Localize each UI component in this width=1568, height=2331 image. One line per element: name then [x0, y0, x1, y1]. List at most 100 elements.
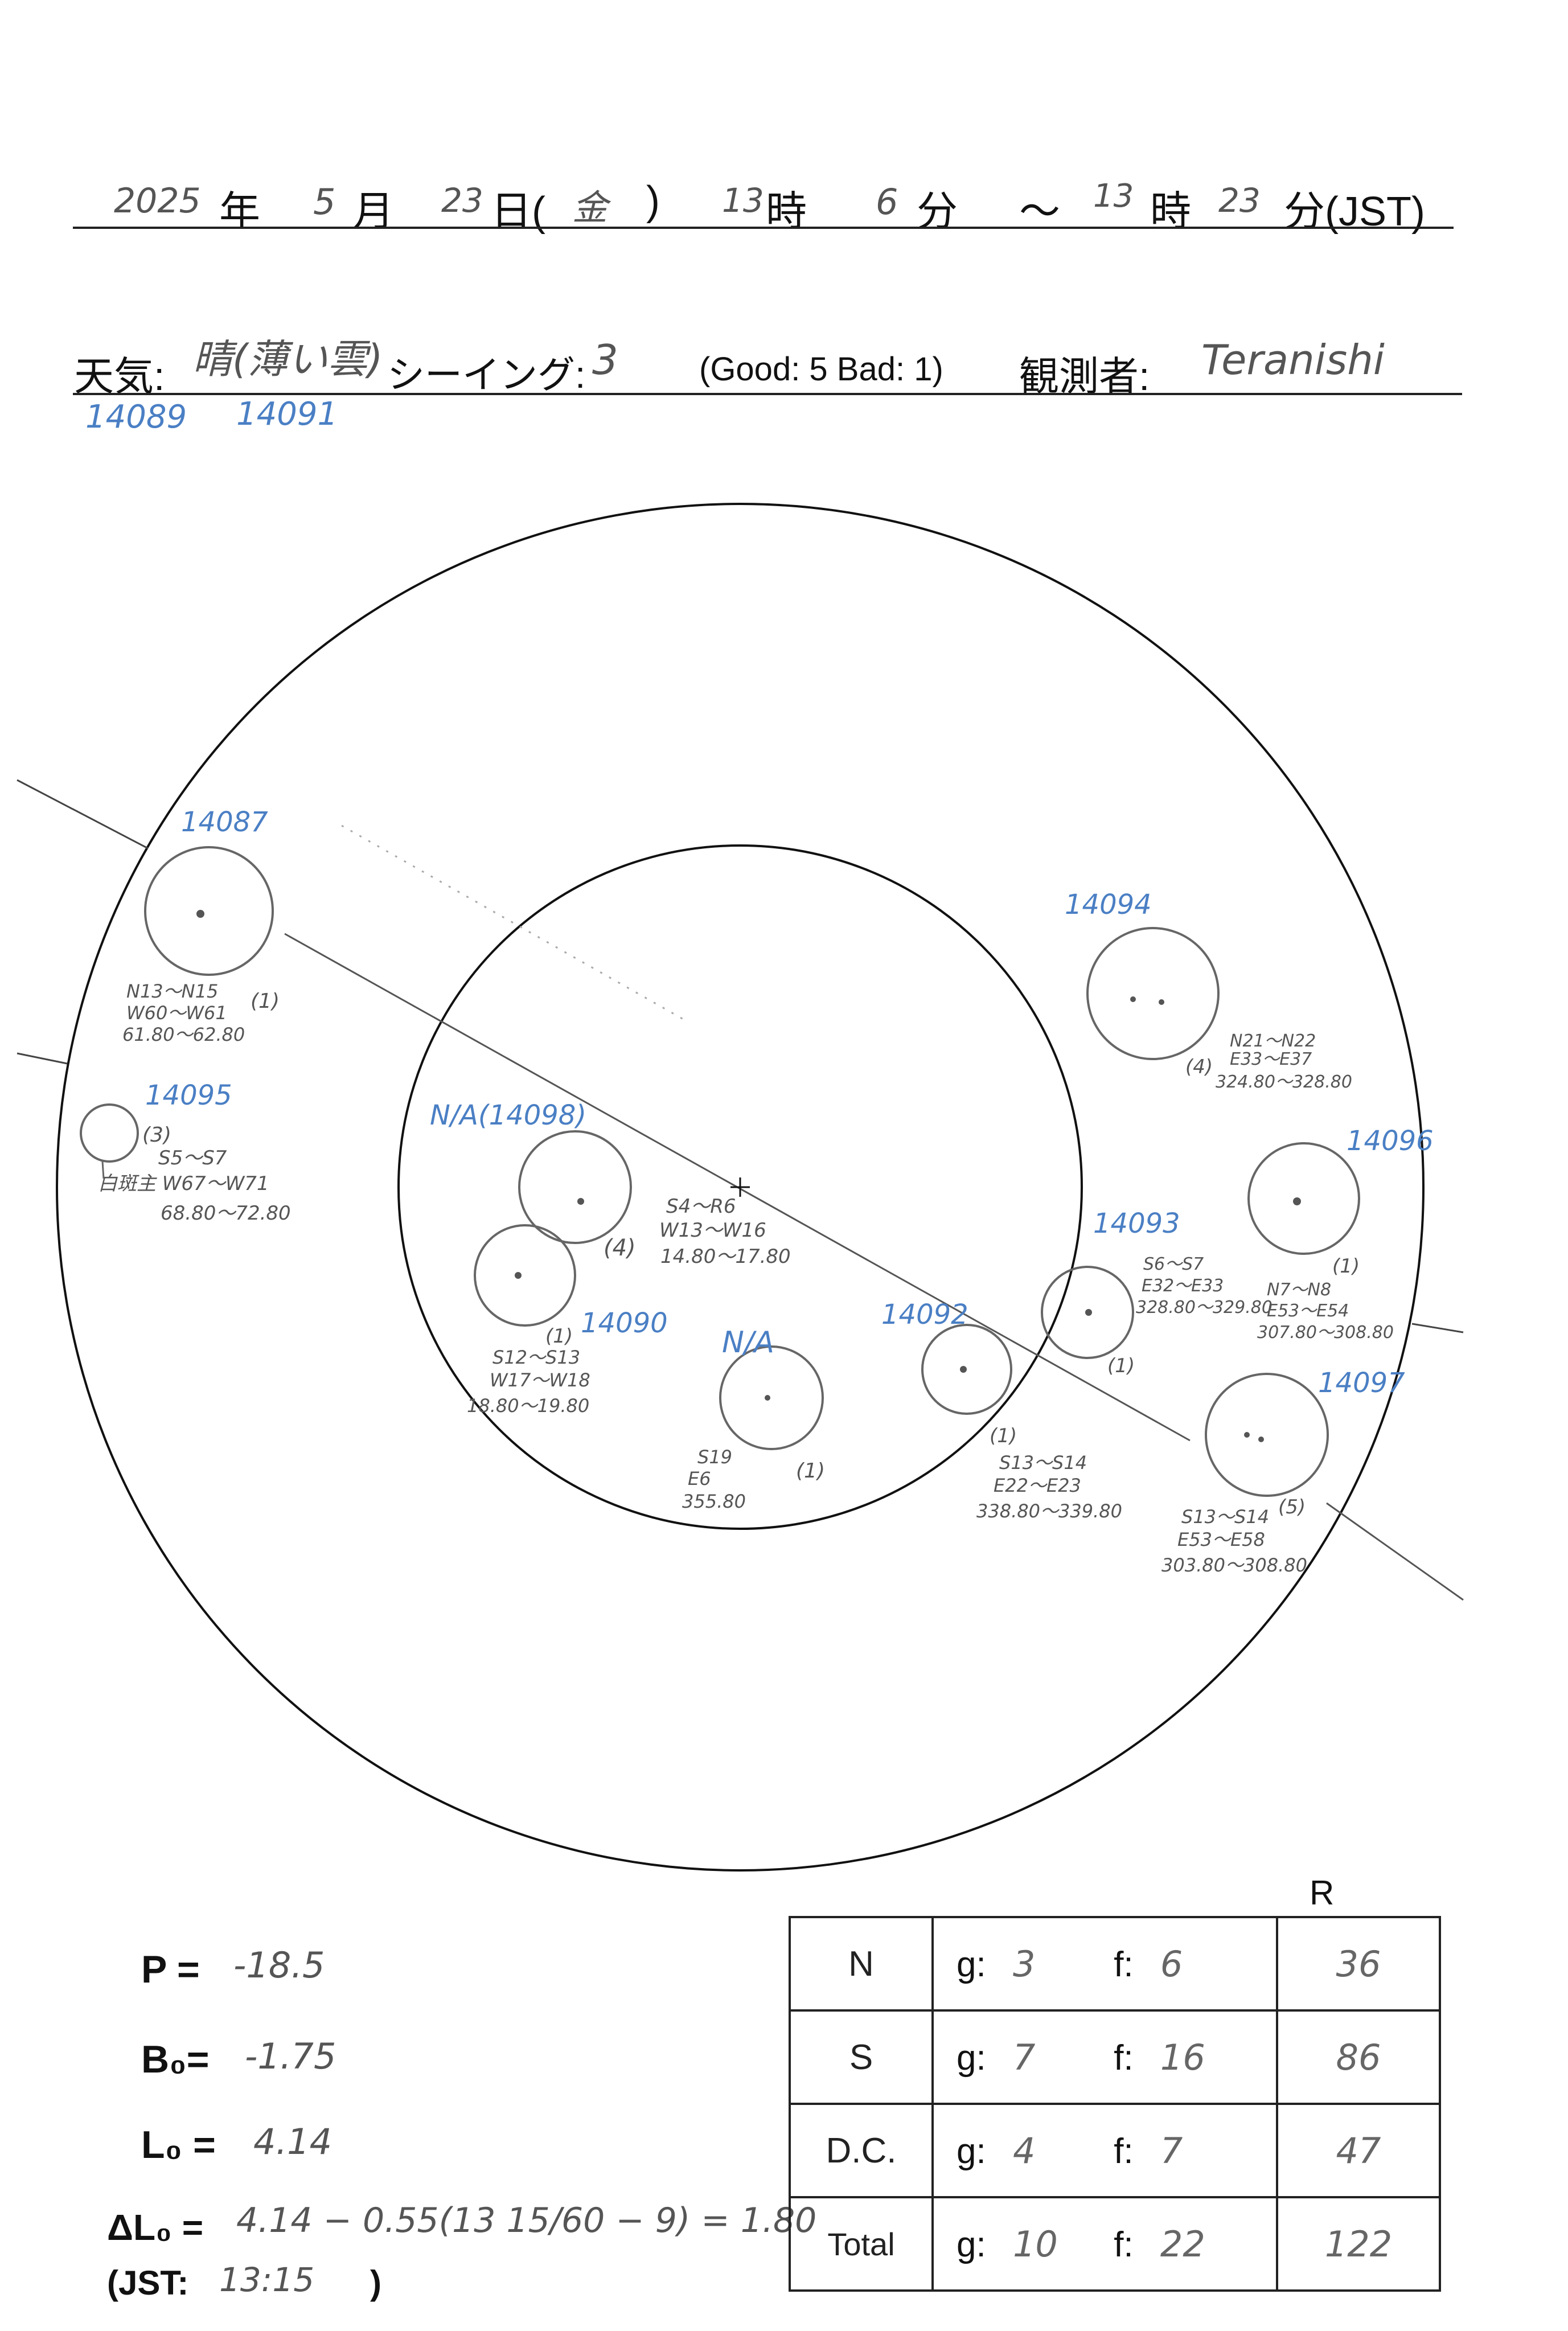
region-14094 [1086, 927, 1220, 1060]
coord-note-na-center: S19 E6 355.80 [682, 1446, 746, 1512]
region-circle [518, 1130, 632, 1244]
coord-line: 白斑主 W67〜W71 [98, 1172, 269, 1195]
table-row: N g: 3 f: 6 36 [789, 1916, 1441, 2012]
coord-note-14090: S12〜S13 W17〜W18 18.80〜19.80 [467, 1347, 590, 1417]
g-value: 10 [1012, 2223, 1058, 2265]
dl0-value: 4.14 − 0.55(13 15/60 − 9) = 1.80 [236, 2201, 817, 2240]
sunspot [960, 1366, 967, 1373]
month-value: 5 [313, 181, 336, 223]
weekday-close: ) [646, 178, 660, 224]
region-14092 [921, 1324, 1012, 1415]
f-label: f: [1114, 1944, 1134, 1984]
coord-line: S12〜S13 [492, 1347, 580, 1368]
seeing-label: シーイング: [387, 354, 586, 396]
row-label: D.C. [789, 2103, 934, 2198]
r-header: R [1310, 1874, 1335, 1912]
coord-line: E32〜E33 [1142, 1276, 1224, 1296]
region-label: 14087 [181, 806, 268, 838]
coord-line: 338.80〜339.80 [976, 1500, 1122, 1522]
coord-line: 68.80〜72.80 [161, 1202, 291, 1225]
region-14093 [1041, 1266, 1134, 1359]
group-count: (1) [545, 1325, 573, 1348]
count-table: N g: 3 f: 6 36 S g: 7 f: 16 86 D.C. g: 4… [789, 1916, 1441, 2292]
solar-limb [56, 503, 1425, 1872]
region-circle [719, 1345, 824, 1450]
region-label: 14094 [1065, 889, 1152, 921]
region-label: 14096 [1347, 1125, 1434, 1157]
region-circle [80, 1103, 139, 1163]
coord-note-14096: N7〜N8 E53〜E54 307.80〜308.80 [1257, 1280, 1394, 1343]
group-count: (4) [1185, 1056, 1213, 1078]
table-row: D.C. g: 4 f: 7 47 [789, 2103, 1441, 2198]
table-row: S g: 7 f: 16 86 [789, 2009, 1441, 2105]
sunspot [1293, 1197, 1301, 1205]
dotted-trace [341, 824, 684, 1020]
coord-line: S4〜R6 [666, 1195, 736, 1218]
gf-cell: g: 4 f: 7 [931, 2103, 1278, 2198]
coord-line: E22〜E23 [994, 1475, 1081, 1496]
region-circle [1086, 927, 1220, 1060]
header-underline [73, 227, 1454, 229]
coord-note-14098: S4〜R6 W13〜W16 14.80〜17.80 [659, 1195, 791, 1268]
coord-line: E53〜E58 [1177, 1529, 1265, 1550]
coord-note-14093: S6〜S7 E32〜E33 328.80〜329.80 [1136, 1254, 1273, 1318]
coord-line: 355.80 [682, 1491, 746, 1512]
coord-line: W60〜W61 [126, 1002, 227, 1024]
coord-line: 303.80〜308.80 [1161, 1554, 1307, 1576]
gf-cell: g: 7 f: 16 [931, 2009, 1278, 2105]
coord-line: 18.80〜19.80 [467, 1395, 589, 1417]
axis-line-right [1326, 1502, 1464, 1601]
r-cell: 122 [1276, 2196, 1441, 2292]
gf-cell: g: 3 f: 6 [931, 1916, 1278, 2012]
coord-line: N21〜N22 [1230, 1031, 1316, 1051]
gf-cell: g: 10 f: 22 [931, 2196, 1278, 2292]
f-value: 6 [1160, 1943, 1183, 1985]
region-14087 [144, 846, 274, 976]
weather-value: 晴(薄い雲) [192, 336, 383, 383]
seeing-value: 3 [592, 336, 618, 384]
row-label: Total [789, 2196, 934, 2292]
coord-line: E33〜E37 [1230, 1049, 1312, 1069]
region-circle [144, 846, 274, 976]
sunspot [1258, 1437, 1264, 1442]
r-cell: 36 [1276, 1916, 1441, 2012]
region-label: 14093 [1093, 1208, 1180, 1240]
coord-note-14092: S13〜S14 E22〜E23 338.80〜339.80 [976, 1452, 1122, 1522]
group-count: (4) [604, 1235, 636, 1261]
g-label: g: [957, 2038, 986, 2078]
r-value: 86 [1336, 2036, 1381, 2078]
table-row: Total g: 10 f: 22 122 [789, 2196, 1441, 2292]
r-value: 36 [1336, 1943, 1381, 1985]
coord-line: 307.80〜308.80 [1257, 1323, 1394, 1343]
sunspot [765, 1395, 770, 1401]
coord-line: E53〜E54 [1267, 1301, 1349, 1321]
row-label: N [789, 1916, 934, 2012]
region-pointer [101, 1161, 105, 1179]
f-label: f: [1114, 2131, 1134, 2171]
group-count: (1) [1332, 1255, 1360, 1278]
region-circle [1247, 1142, 1360, 1255]
extra-region-label: 14091 [236, 396, 338, 433]
extra-region-label: 14089 [85, 399, 187, 436]
group-count: (1) [1107, 1355, 1135, 1377]
region-14098 [518, 1130, 632, 1244]
sunspot [1159, 999, 1164, 1005]
group-count: (3) [142, 1123, 171, 1147]
inner-reference-circle [397, 844, 1083, 1530]
year-value: 2025 [114, 181, 201, 221]
l0-value: 4.14 [253, 2121, 333, 2162]
r-cell: 86 [1276, 2009, 1441, 2105]
sunspot [1085, 1309, 1092, 1316]
f-value: 16 [1160, 2036, 1205, 2078]
p-value: -18.5 [233, 1944, 325, 1986]
start-min-value: 6 [876, 181, 898, 223]
l0-label: L₀ = [141, 2123, 216, 2166]
g-label: g: [957, 2131, 986, 2171]
region-circle [474, 1224, 576, 1327]
day-value: 23 [441, 181, 483, 220]
jst-close: ) [370, 2264, 381, 2302]
coord-line: N13〜N15 [126, 980, 218, 1002]
b0-value: -1.75 [245, 2035, 336, 2077]
weather-underline [73, 393, 1462, 395]
